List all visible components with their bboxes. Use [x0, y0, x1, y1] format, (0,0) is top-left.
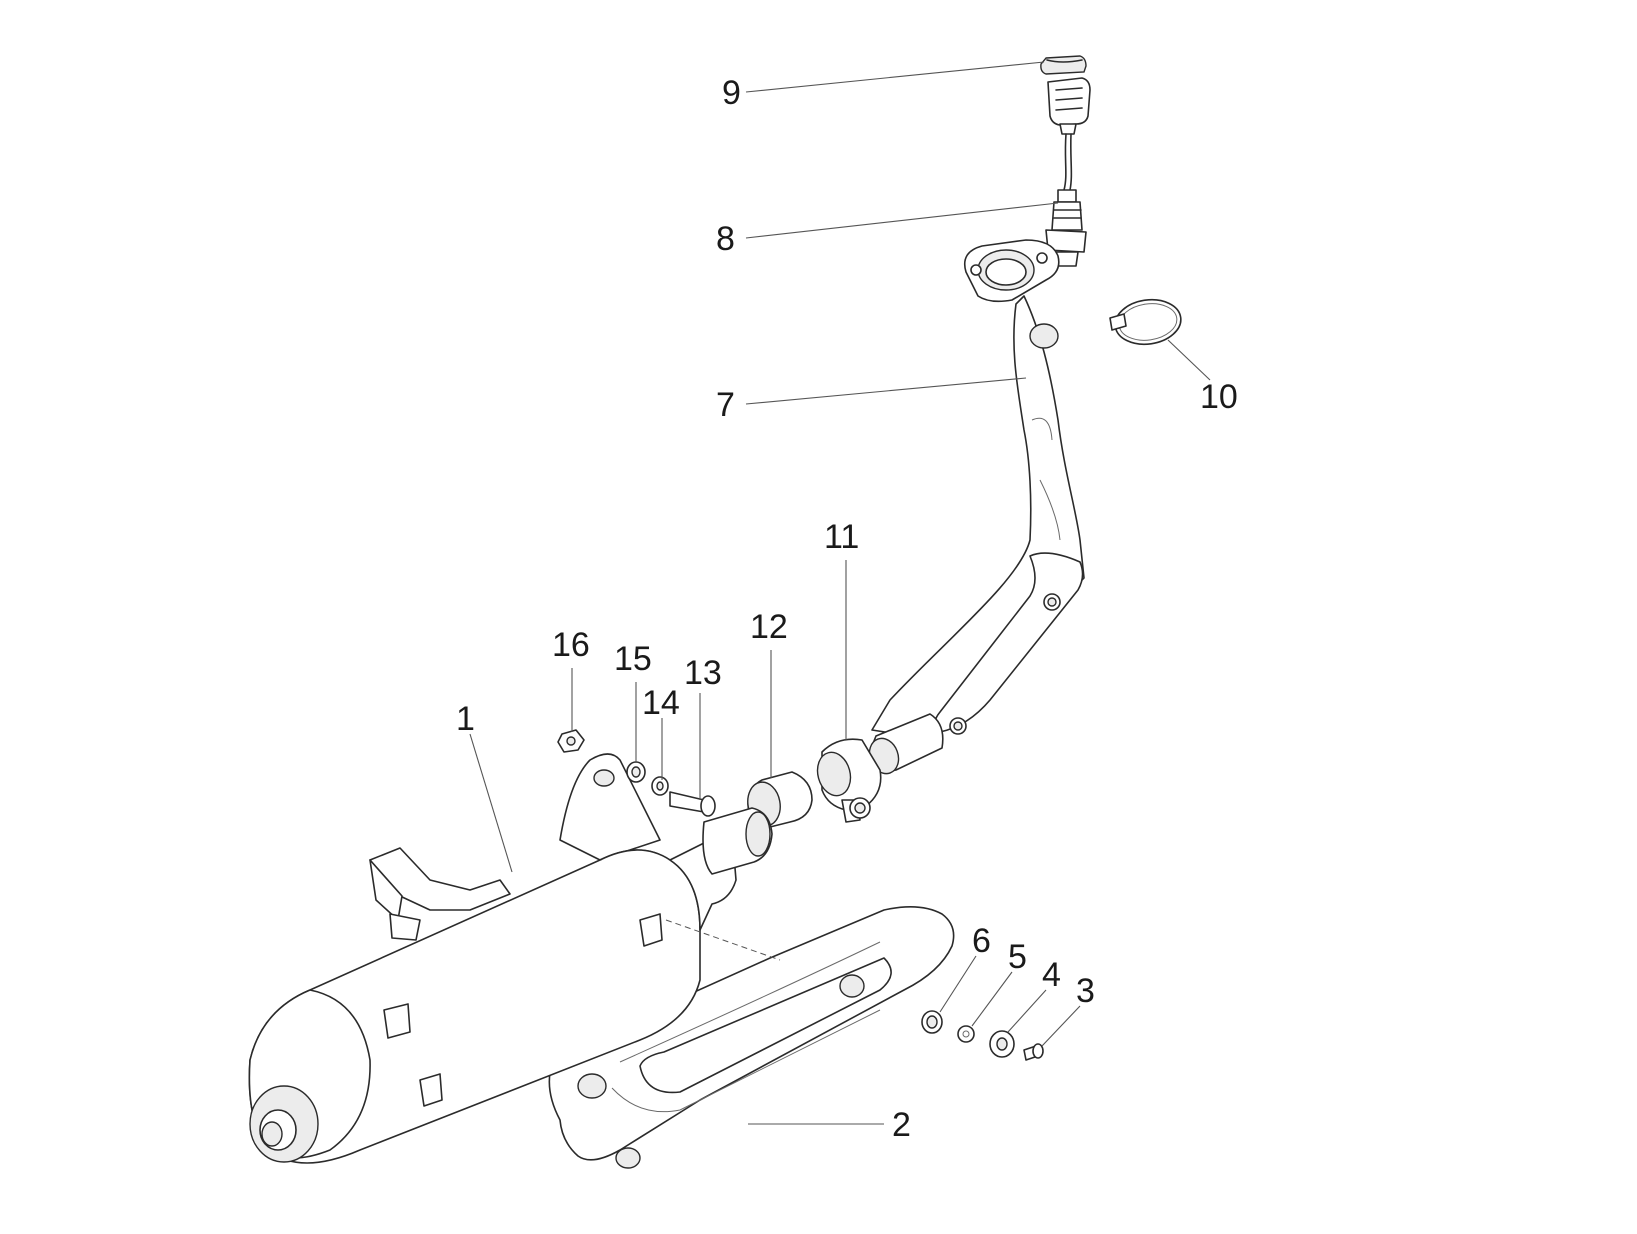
callout-8: 8 [716, 220, 735, 258]
part-14-spring-washer [651, 776, 669, 796]
callout-12: 12 [750, 608, 788, 646]
callout-5: 5 [1008, 938, 1027, 976]
leader-4 [1007, 989, 1047, 1033]
part-2-heat-shield [548, 906, 955, 1169]
leader-9 [745, 61, 1045, 93]
callout-labels: 9 8 7 10 11 12 13 14 15 16 1 2 6 5 4 3 [456, 74, 1238, 1144]
part-11-clamp [816, 738, 882, 823]
part-9-connector-cap [1040, 55, 1087, 75]
part-7-exhaust-pipe [867, 239, 1085, 775]
callout-4: 4 [1042, 956, 1061, 994]
callout-6: 6 [972, 922, 991, 960]
part-13-bolt [669, 791, 716, 817]
callout-1: 1 [456, 700, 475, 738]
leader-10 [1167, 339, 1211, 381]
callout-15: 15 [614, 640, 652, 678]
part-3-screw [1023, 1043, 1044, 1061]
part-15-washer [626, 761, 646, 783]
part-1-muffler [248, 753, 781, 1164]
callout-16: 16 [552, 626, 590, 664]
callout-13: 13 [684, 654, 722, 692]
leader-7 [745, 377, 1027, 405]
leader-lines [469, 61, 1211, 1125]
callout-10: 10 [1200, 378, 1238, 416]
callout-9: 9 [722, 74, 741, 112]
leader-3 [1041, 1005, 1081, 1047]
part-10-clamp [1109, 298, 1182, 346]
callout-7: 7 [716, 386, 735, 424]
part-4-washer [989, 1030, 1015, 1058]
part-8-lambda-sensor [1045, 77, 1091, 267]
callout-14: 14 [642, 684, 680, 722]
part-6-grommet [921, 1010, 943, 1034]
leader-8 [745, 202, 1059, 239]
callout-3: 3 [1076, 972, 1095, 1010]
part-5-washer [957, 1025, 975, 1043]
leader-5 [971, 971, 1013, 1027]
leader-6 [939, 955, 977, 1013]
leader-1 [469, 733, 513, 873]
callout-11: 11 [824, 518, 859, 556]
callout-2: 2 [892, 1106, 911, 1144]
part-16-nut [557, 729, 585, 753]
